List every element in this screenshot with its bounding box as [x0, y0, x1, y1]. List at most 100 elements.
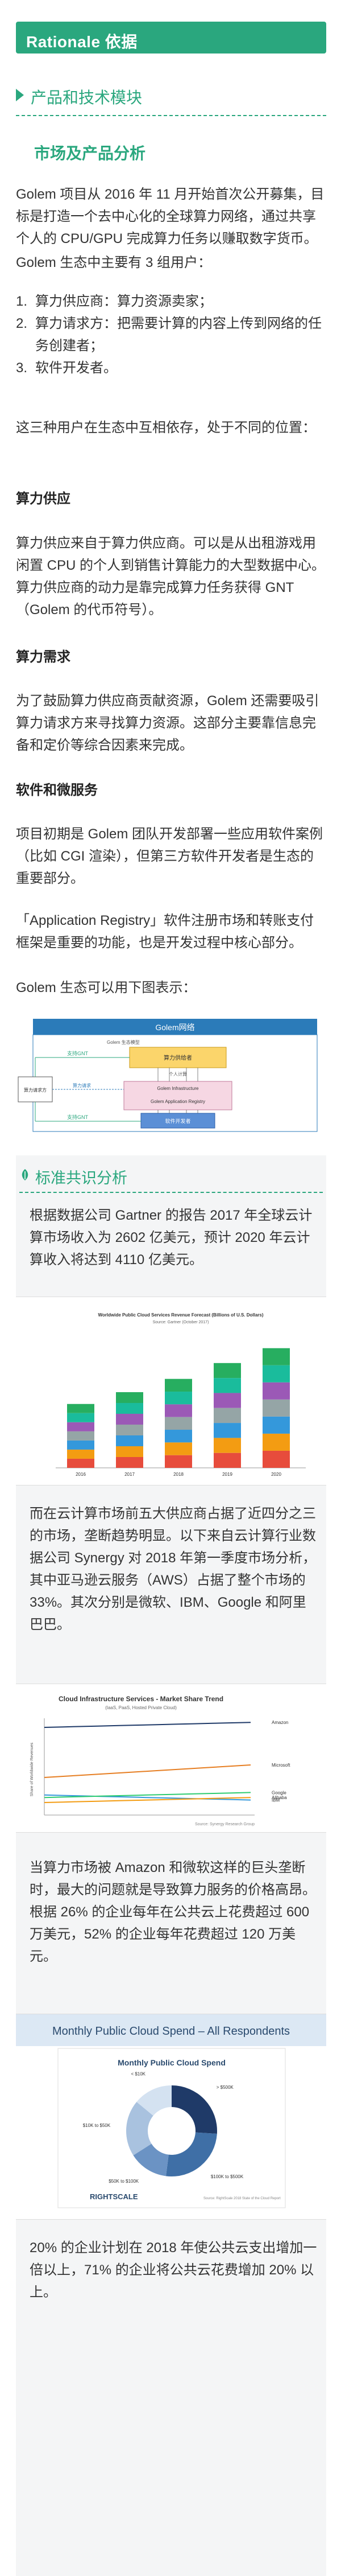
tick-label: 2017 [124, 1472, 135, 1477]
heading-demand: 算力需求 [16, 649, 70, 665]
pie-slice [133, 2143, 169, 2176]
chart-banner-text: Monthly Public Cloud Spend – All Respond… [52, 2025, 290, 2038]
bar-segment [263, 1416, 290, 1434]
market-share-chart: Cloud Infrastructure Services - Market S… [30, 1695, 290, 1826]
legend-label: Google [272, 1790, 286, 1795]
chart-title: Monthly Public Cloud Spend [118, 2058, 226, 2067]
chart-banner [16, 2014, 326, 2046]
list-item: 1.算力供应商：算力资源卖家； [16, 294, 213, 309]
bar-segment [214, 1452, 241, 1468]
section-banner: Rationale 依据 [16, 22, 326, 54]
tick-label: 2016 [76, 1472, 86, 1477]
cloud-spend-figure: Monthly Public Cloud Spend – All Respond… [16, 2014, 326, 2220]
bar-segment [67, 1440, 94, 1450]
bar-segment [116, 1446, 143, 1458]
legend-label: IBM [272, 1798, 280, 1803]
tick-label: 2020 [271, 1472, 281, 1477]
legend-label: Microsoft [272, 1763, 290, 1768]
pie-slice [136, 2085, 172, 2116]
subsection-title: 市场及产品分析 [34, 145, 146, 162]
paragraph-pricing: 当算力市场被 Amazon 和微软这样的巨头垄断时，最大的问题就是导致算力服务的… [30, 1860, 316, 1964]
paragraph-diagram-intro: Golem 生态可以用下图表示： [16, 980, 197, 995]
svg-text:支持GNT: 支持GNT [67, 1050, 89, 1056]
pie-slice [126, 2102, 153, 2155]
dashed-divider [16, 115, 326, 116]
consensus-title: 标准共识分析 [35, 1170, 127, 1187]
slice-label: < $10K [131, 2071, 145, 2076]
bar-segment [165, 1378, 192, 1392]
diagram-developer-box [140, 1113, 215, 1129]
leaf-icon [22, 1169, 28, 1180]
user-list: 1.算力供应商：算力资源卖家； 2.算力请求方：把需要计算的内容上传到网络的任务… [16, 290, 326, 379]
series-line [44, 1764, 251, 1778]
svg-text:算力供给者: 算力供给者 [164, 1054, 192, 1061]
bar-segment [67, 1404, 94, 1413]
tick-label: 2019 [222, 1472, 232, 1477]
heading-software: 软件和微服务 [16, 783, 98, 798]
paragraph-interdependence: 这三种用户在生态中互相依存，处于不同的位置： [16, 420, 316, 435]
tick-label: 2018 [173, 1472, 184, 1477]
bar-segment [116, 1414, 143, 1425]
chart-subtitle: (IaaS, PaaS, Hosted Private Cloud) [105, 1705, 177, 1710]
svg-text:算力请求方: 算力请求方 [24, 1087, 47, 1093]
series-line [44, 1722, 251, 1728]
series-line [44, 1797, 251, 1803]
bar-segment [165, 1455, 192, 1468]
svg-text:支持GNT: 支持GNT [67, 1114, 89, 1120]
bar-segment [67, 1449, 94, 1459]
bar-segment [67, 1413, 94, 1422]
brand-logo-text: RIGHTSCALE [90, 2192, 138, 2201]
paragraph-gartner: 根据数据公司 Gartner 的报告 2017 年全球云计算市场收入为 2602… [30, 1208, 313, 1268]
diagram-subtitle: Golem 生态模型 [107, 1039, 140, 1045]
diagram-requester-box [18, 1076, 53, 1102]
diagram-infrastructure-box [123, 1081, 232, 1110]
chart-panel [57, 2048, 286, 2208]
svg-text:Golem Application Registry: Golem Application Registry [151, 1099, 205, 1104]
svg-text:个人计算: 个人计算 [169, 1071, 187, 1077]
bar-segment [214, 1423, 241, 1438]
slice-label: $100K to $500K [211, 2174, 244, 2179]
bar-segment [116, 1435, 143, 1447]
bar-segment [165, 1404, 192, 1417]
slice-label: > $500K [217, 2085, 234, 2090]
bar-segment [214, 1378, 241, 1393]
bar-segment [67, 1431, 94, 1441]
chart-source: Source: RightScale 2018 State of the Clo… [203, 2197, 281, 2200]
diagram-title: Golem网络 [155, 1023, 194, 1032]
bar-segment [214, 1363, 241, 1378]
bar-segment [165, 1430, 192, 1443]
paragraph-demand: 为了鼓励算力供应商贡献资源，Golem 还需要吸引算力请求方来寻找算力资源。这部… [16, 693, 319, 753]
section-title: 产品和技术模块 [31, 89, 143, 106]
paragraph-final: 20% 的企业计划在 2018 年使公共云支出增加一倍以上，71% 的企业将公共… [30, 2240, 317, 2300]
pie-slice [172, 2085, 217, 2134]
legend-label: Alibaba [272, 1795, 287, 1800]
series-line [44, 1792, 251, 1799]
bar-segment [67, 1422, 94, 1431]
triangle-bullet-icon [16, 89, 24, 101]
bar-segment [263, 1348, 290, 1365]
paragraph-market-share: 而在云计算市场前五大供应商占据了近四分之三的市场，垄断趋势明显。以下来自云计算行… [30, 1506, 317, 1632]
cloud-spend-chart: Monthly Public Cloud Spend – All Respond… [16, 2014, 326, 2208]
slice-label: $50K to $100K [109, 2179, 139, 2184]
chart-title: Cloud Infrastructure Services - Market S… [59, 1695, 223, 1703]
paragraph-software: 项目初期是 Golem 团队开发部署一些应用软件案例（比如 CGI 渲染），但第… [16, 826, 323, 886]
chart-source: Source: Synergy Research Group [195, 1822, 255, 1826]
revenue-forecast-figure: Worldwide Public Cloud Services Revenue … [16, 1297, 326, 1485]
svg-text:软件开发者: 软件开发者 [165, 1118, 190, 1124]
paragraph-supply: 算力供应来自于算力供应商。可以是从出租游戏用闲置 CPU 的个人到销售计算能力的… [16, 536, 326, 618]
revenue-forecast-chart: Worldwide Public Cloud Services Revenue … [56, 1312, 306, 1477]
svg-text:Golem Infrastructure: Golem Infrastructure [157, 1086, 199, 1091]
bar-segment [116, 1403, 143, 1414]
dashed-divider [19, 1192, 323, 1193]
legend-label: Amazon [272, 1720, 288, 1725]
golem-ecosystem-diagram: Golem网络 Golem 生态模型 算力供给者 个人计算 Golem Infr… [16, 1013, 326, 1133]
chart-title: Worldwide Public Cloud Services Revenue … [98, 1312, 263, 1318]
bar-segment [263, 1365, 290, 1382]
bar-segment [263, 1433, 290, 1451]
list-item: 2.算力请求方：把需要计算的内容上传到网络的任务创建者； [16, 316, 322, 353]
market-share-figure: Cloud Infrastructure Services - Market S… [16, 1684, 326, 1833]
bar-segment [263, 1382, 290, 1400]
chart-source: Source: Gartner (October 2017) [153, 1320, 209, 1324]
paragraph-intro: Golem 项目从 2016 年 11 月开始首次公开募集，目标是打造一个去中心… [16, 187, 325, 246]
